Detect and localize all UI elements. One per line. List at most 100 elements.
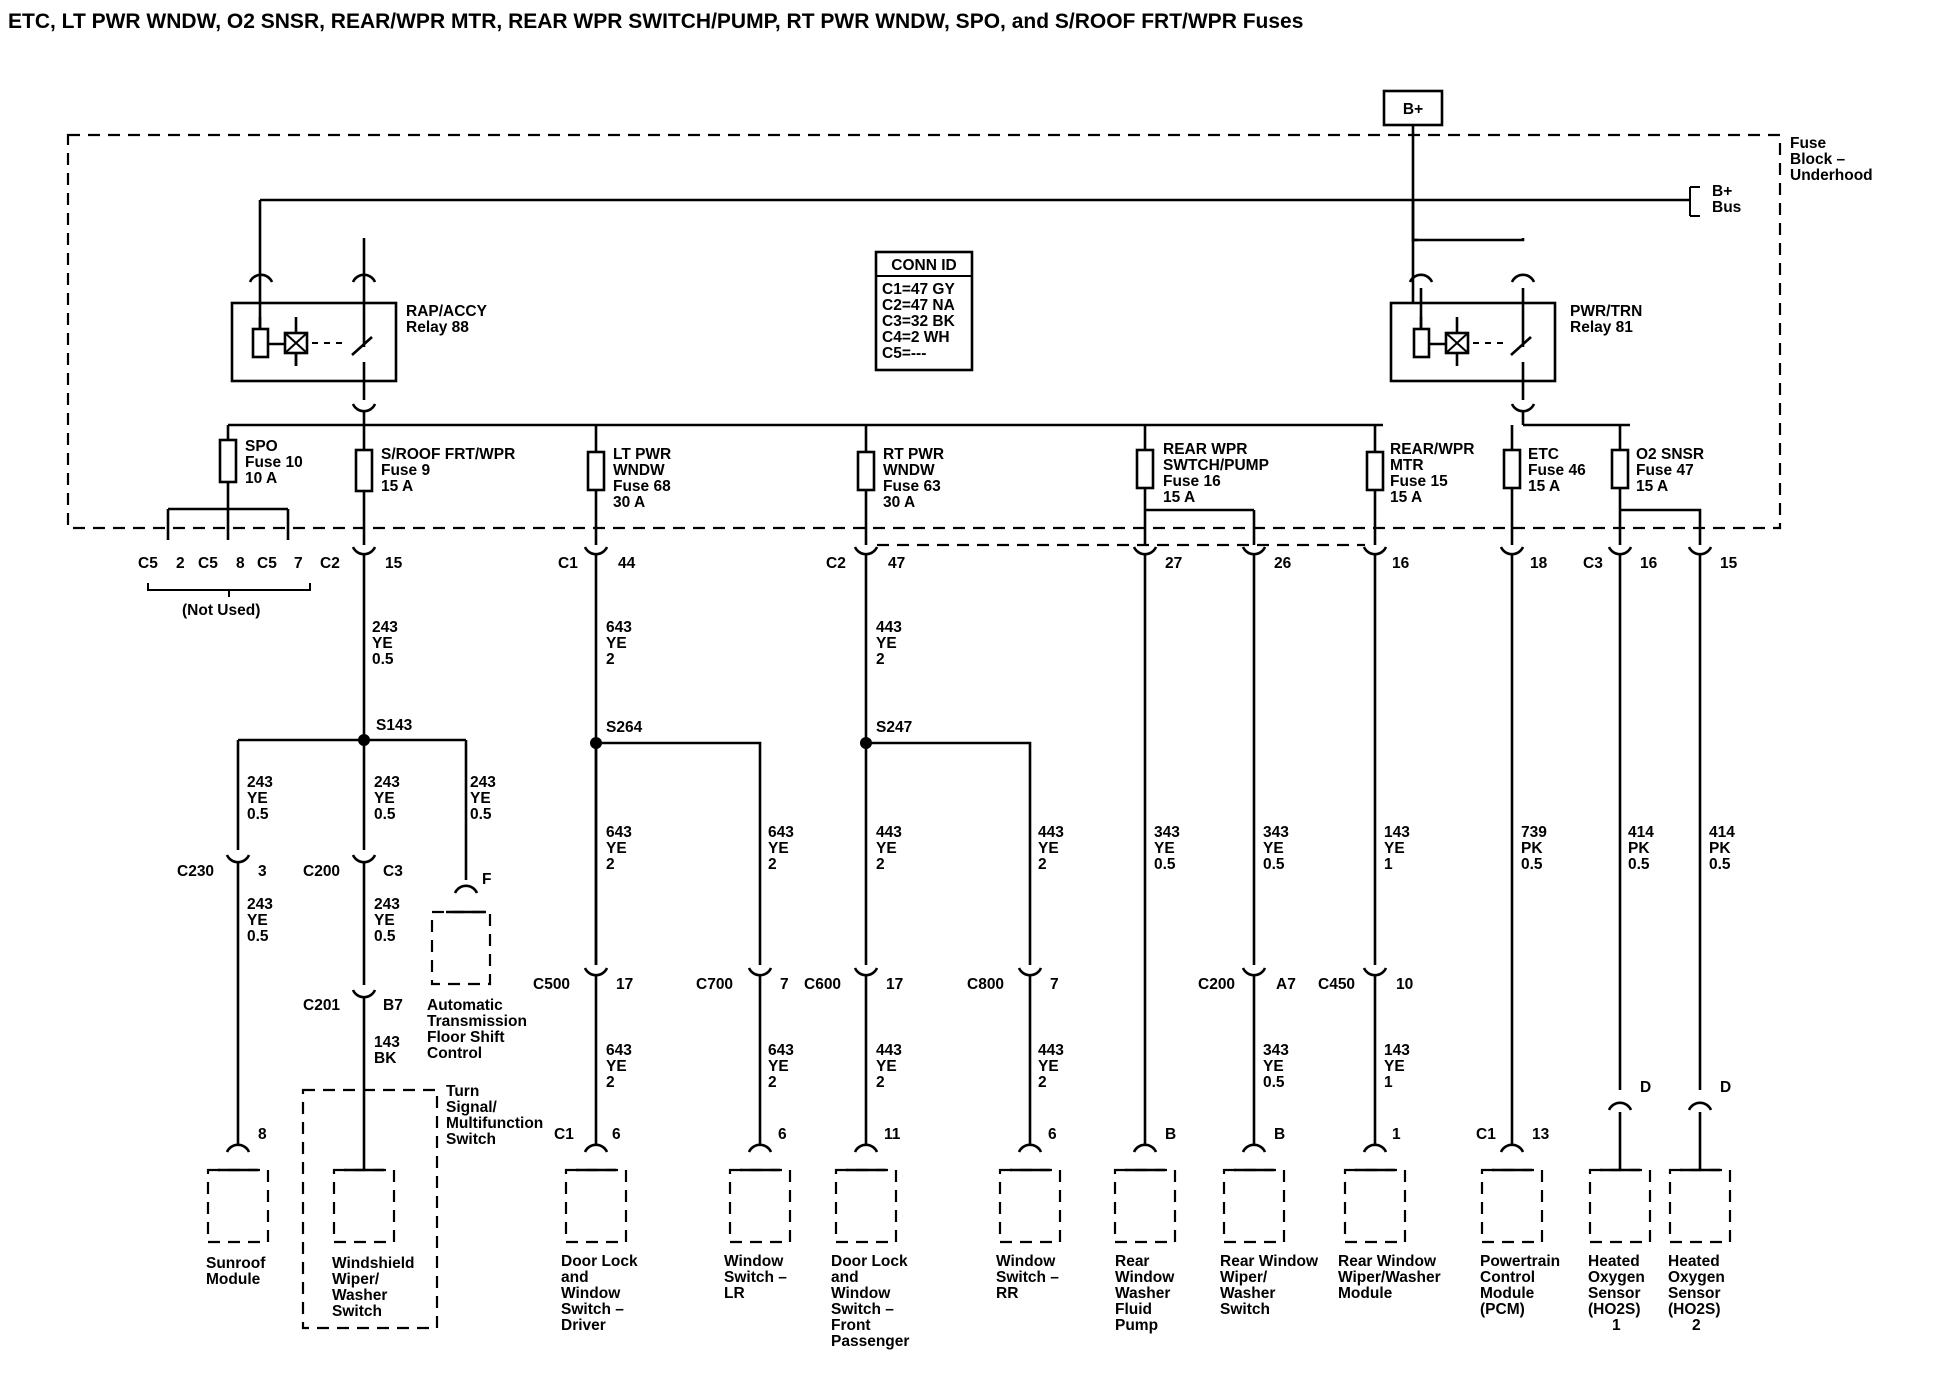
s143-branches xyxy=(236,738,468,880)
fuse-block-outline xyxy=(66,133,1782,530)
mtr16-label: 16 xyxy=(1392,555,1410,572)
sroof-top-conn: C2 15 xyxy=(320,555,403,572)
battery-source: B+ xyxy=(1382,89,1444,127)
fuse-block-label: Fuse Block – Underhood xyxy=(1790,135,1873,184)
spo-pins: C5 2 C5 8 C5 7 xyxy=(138,555,303,572)
wsrr-pin: 6 xyxy=(1048,1126,1057,1143)
rear-wpr-mtr-circuit xyxy=(1343,425,1407,1244)
pump26-label: 26 xyxy=(1274,555,1292,572)
conn-id-header: CONN ID xyxy=(891,257,956,274)
not-used-label: (Not Used) xyxy=(182,602,260,619)
rwwm-pin: 1 xyxy=(1392,1126,1401,1143)
dlfp-pin: 11 xyxy=(884,1126,901,1143)
pwr-trn-relay xyxy=(1389,200,1557,425)
spo-fuse-label: SPO Fuse 10 10 A xyxy=(245,438,307,487)
rap-accy-relay xyxy=(230,238,398,425)
conn-id-rows: C1=47 GY C2=47 NA C3=32 BK C4=2 WH C5=--… xyxy=(882,281,959,362)
splice-s143-label: S143 xyxy=(376,717,413,734)
etc-circuit xyxy=(1480,425,1544,1244)
d1-label: D xyxy=(1640,1079,1651,1096)
rear-wpr-pump-circuit xyxy=(1113,425,1286,1244)
wslr-pin: 6 xyxy=(778,1126,787,1143)
rap-relay-label: RAP/ACCY Relay 88 xyxy=(406,303,491,336)
diagram-title: ETC, LT PWR WNDW, O2 SNSR, REAR/WPR MTR,… xyxy=(8,10,1303,33)
d2-label: D xyxy=(1720,1079,1731,1096)
spo-fuse xyxy=(166,425,290,540)
not-used-bracket xyxy=(147,583,311,597)
pump-pin: B xyxy=(1165,1126,1176,1143)
bplus-bus-label: B+ Bus xyxy=(1712,183,1741,216)
pump27-label: 27 xyxy=(1165,555,1182,572)
sroof-fuse xyxy=(351,425,377,740)
wire-243-top: 243 YE 0.5 xyxy=(372,619,402,668)
splice-s264-label: S264 xyxy=(606,719,643,736)
splice-s247-label: S247 xyxy=(876,719,912,736)
etc18-label: 18 xyxy=(1530,555,1548,572)
svg-text:F: F xyxy=(482,871,491,888)
pwr-relay-label: PWR/TRN Relay 81 xyxy=(1570,303,1647,336)
lt-pwr-wndw-circuit xyxy=(564,425,792,1244)
sroof-fuse-label: S/ROOF FRT/WPR Fuse 9 15 A xyxy=(381,446,520,495)
svg-text:8: 8 xyxy=(258,1126,267,1143)
rt-pwr-wndw-circuit xyxy=(834,425,1365,1244)
bplus-label: B+ xyxy=(1403,101,1423,118)
rwws-pin: B xyxy=(1274,1126,1285,1143)
conn-id-table: CONN ID C1=47 GY C2=47 NA C3=32 BK C4=2 … xyxy=(874,250,974,372)
